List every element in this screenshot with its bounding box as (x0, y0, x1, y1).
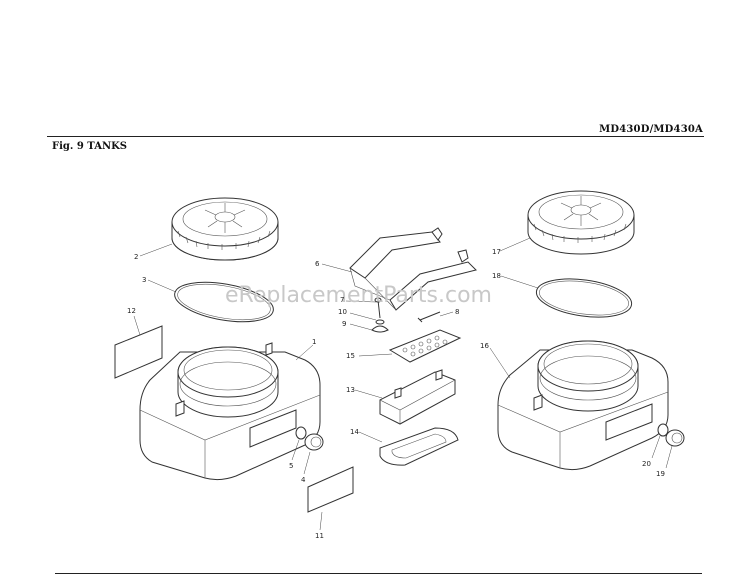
right-tank-cap (527, 190, 635, 255)
callout-14: 14 (350, 428, 359, 436)
left-tank-body (139, 342, 321, 481)
callout-10: 10 (338, 308, 347, 316)
leader-lines (133, 237, 673, 531)
left-decal (114, 325, 163, 379)
callout-5: 5 (289, 462, 293, 470)
watermark: eReplacementParts.com (225, 283, 492, 308)
footer-rule (55, 573, 702, 574)
right-fuel-cap (665, 429, 685, 447)
tank-base (379, 369, 456, 425)
callout-16: 16 (480, 342, 489, 350)
callout-13: 13 (346, 386, 355, 394)
callout-1: 1 (312, 338, 316, 346)
callout-3: 3 (142, 276, 146, 284)
callout-8: 8 (455, 308, 459, 316)
right-gasket-ring (535, 278, 633, 318)
callout-20: 20 (642, 460, 651, 468)
callout-6: 6 (315, 260, 320, 268)
screw (417, 311, 441, 323)
grommet-plate (388, 329, 462, 363)
callout-numbers: 2 3 12 1 5 4 11 6 7 10 9 8 15 13 14 17 1… (127, 248, 665, 540)
bolt-washer-wingnut (371, 297, 389, 333)
callout-17: 17 (492, 248, 501, 256)
left-tank-cap (171, 197, 279, 261)
left-fuel-cap (304, 433, 324, 451)
tank-bracket (349, 227, 477, 311)
callout-9: 9 (342, 320, 346, 328)
right-fuel-strainer (657, 423, 669, 437)
base-gasket (379, 427, 459, 466)
left-gasket-ring (174, 281, 274, 323)
callout-2: 2 (134, 253, 138, 261)
callout-18: 18 (492, 272, 501, 280)
left-fuel-strainer (295, 426, 307, 440)
callout-7: 7 (340, 296, 344, 304)
header-rule (47, 136, 704, 137)
right-tank-body (497, 340, 669, 471)
callout-11: 11 (315, 532, 324, 540)
callout-19: 19 (656, 470, 665, 478)
lower-decal (307, 466, 354, 513)
model-number: MD430D/MD430A (599, 124, 703, 135)
callout-4: 4 (301, 476, 306, 484)
figure-title: Fig. 9 TANKS (52, 141, 127, 152)
callout-12: 12 (127, 307, 136, 315)
callout-15: 15 (346, 352, 355, 360)
